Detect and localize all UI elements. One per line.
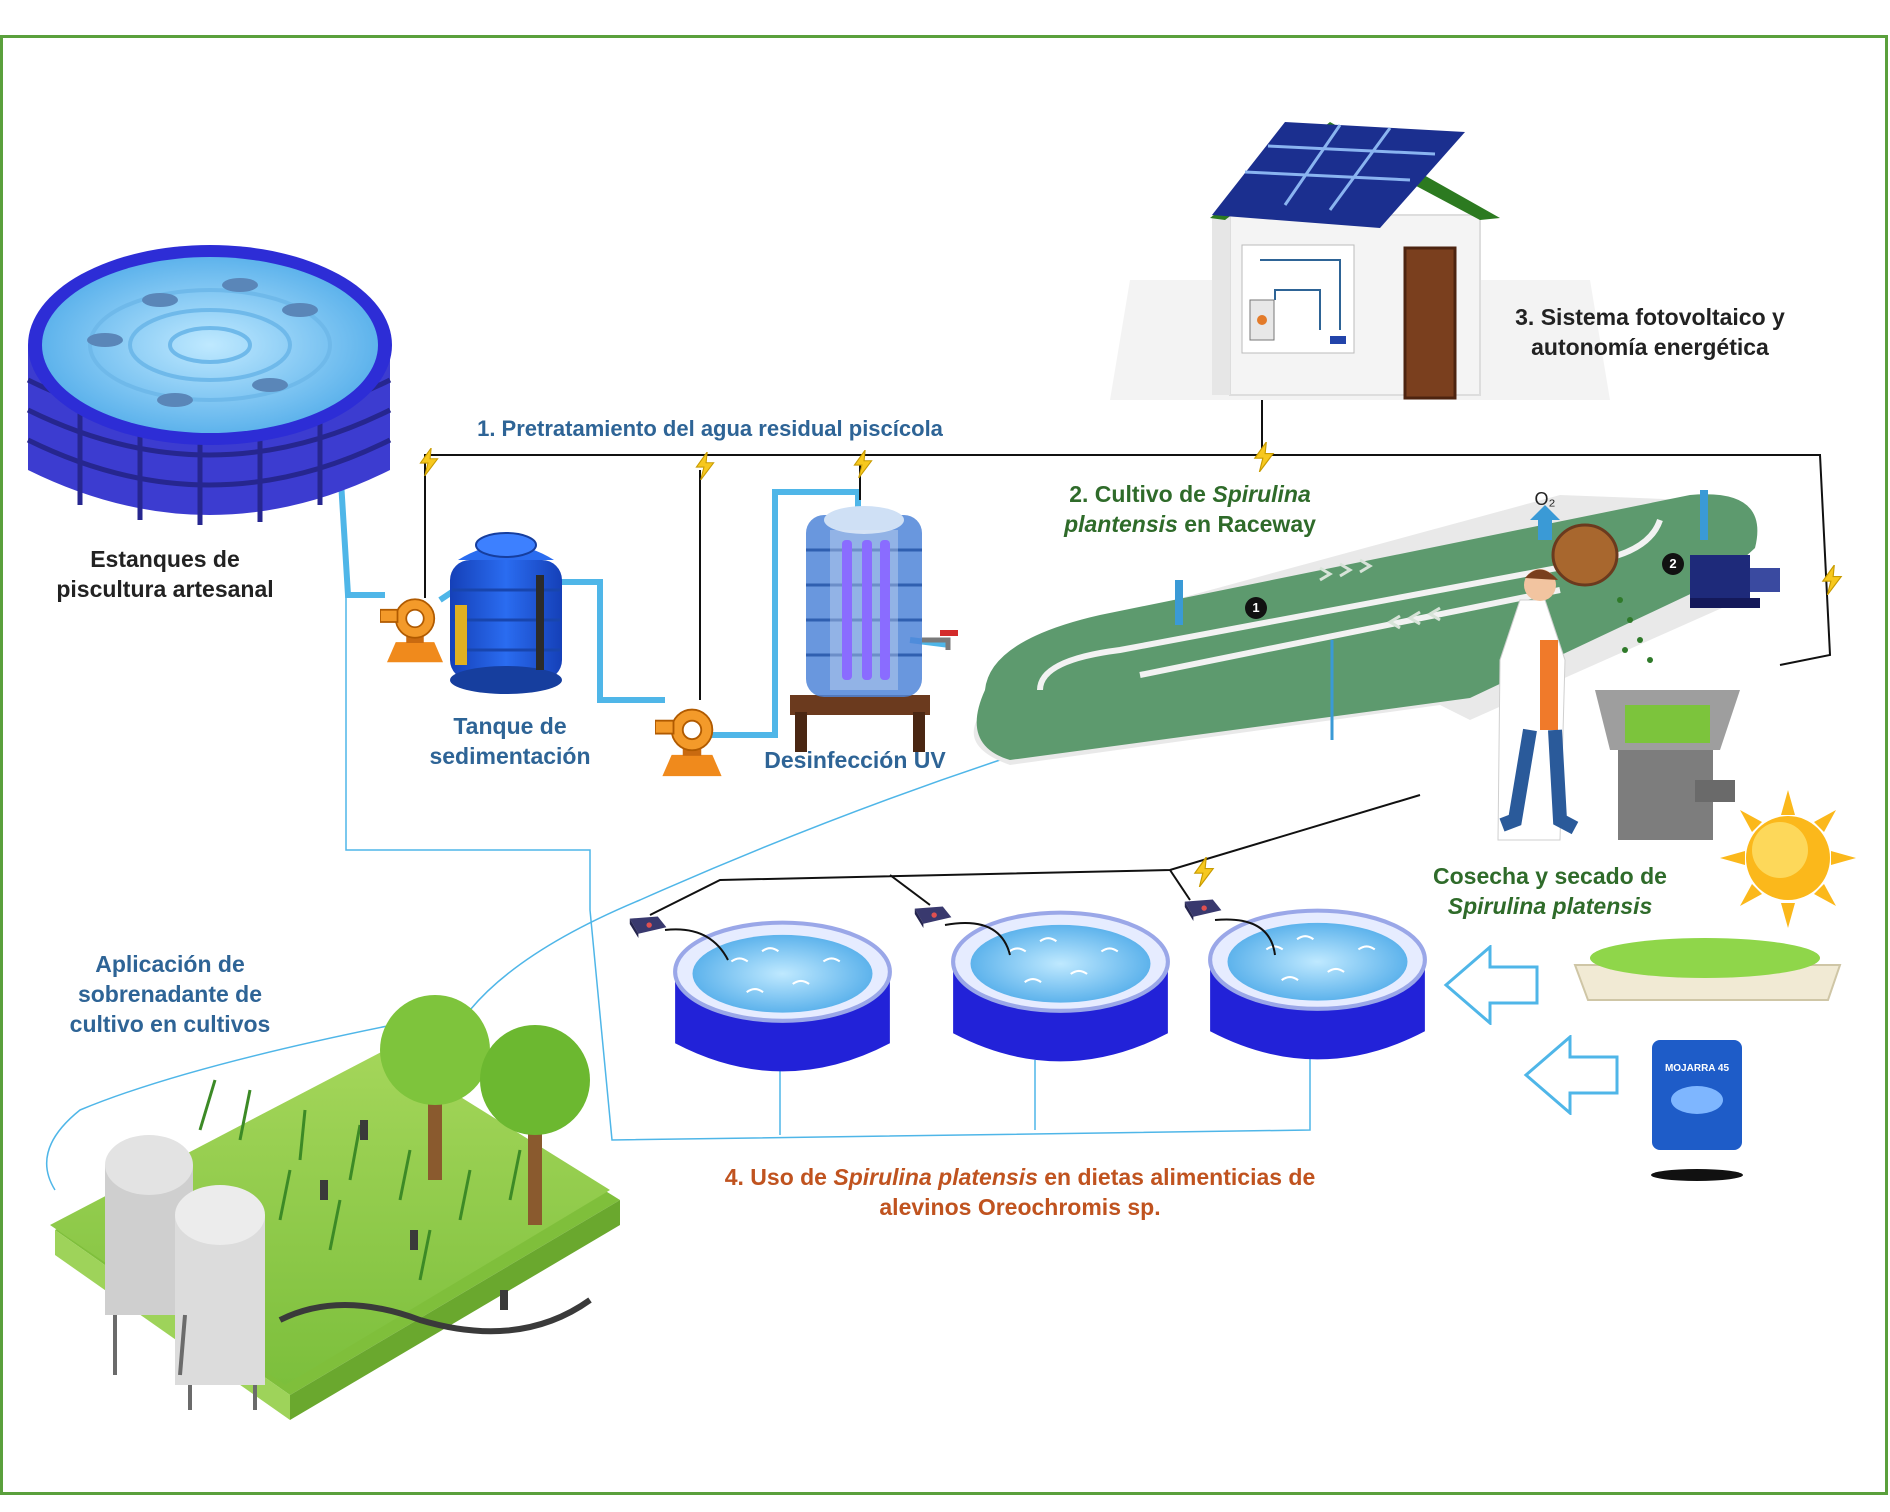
- label-harvest: Cosecha y secado de Spirulina platensis: [1400, 862, 1700, 922]
- fingerling-tank-icon: [953, 913, 1168, 1062]
- pump-icon: [380, 598, 445, 664]
- tree-icon: [380, 995, 590, 1225]
- label-harvest-line2: Spirulina platensis: [1400, 892, 1700, 922]
- feed-bag-icon: [1651, 1040, 1743, 1181]
- sedimentation-tank-icon: [450, 532, 562, 694]
- label-step2-line2: plantensis en Raceway: [1030, 510, 1350, 540]
- scientist-icon: [1497, 523, 1653, 841]
- pump-icon: [655, 708, 723, 778]
- label-step1-text: 1. Pretratamiento del agua residual pisc…: [477, 416, 943, 441]
- label-step3: 3. Sistema fotovoltaico y autonomía ener…: [1480, 303, 1820, 363]
- label-ponds-line1: Estanques de: [90, 546, 240, 572]
- raceway-marker-1: 1: [1245, 597, 1267, 619]
- fingerling-tank-icon: [1210, 911, 1425, 1060]
- oxygen-label: O₂: [1534, 489, 1556, 509]
- label-sedimentation: Tanque de sedimentación: [405, 712, 615, 772]
- label-step2-italic1: Spirulina: [1212, 481, 1311, 507]
- label-step4-italic: Spirulina platensis: [833, 1164, 1038, 1190]
- sun-icon: [1720, 790, 1856, 928]
- label-harvest-line1: Cosecha y secado de: [1433, 863, 1667, 889]
- electric-wires: [424, 350, 1832, 916]
- label-step2: 2. Cultivo de Spirulina plantensis en Ra…: [1030, 480, 1350, 540]
- spirulina-tray-icon: [1573, 938, 1842, 1001]
- label-step4: 4. Uso de Spirulina platensis en dietas …: [620, 1163, 1420, 1223]
- silo-icon: [105, 1135, 265, 1410]
- label-step2-suffix: en Raceway: [1177, 510, 1316, 537]
- label-step2-italic2: plantensis: [1064, 510, 1178, 537]
- arrow-icon: [1524, 1035, 1619, 1115]
- label-step4-prefix: 4. Uso de: [724, 1164, 834, 1190]
- aerator-icon: [1184, 899, 1222, 921]
- return-lines: [45, 595, 1311, 1191]
- aerator-lines: [664, 918, 1276, 961]
- label-step3-line1: 3. Sistema fotovoltaico y: [1515, 304, 1785, 330]
- label-step2-line1: 2. Cultivo de Spirulina: [1030, 480, 1350, 510]
- solar-house-icon: [1110, 122, 1610, 400]
- label-ponds-line2: piscultura artesanal: [56, 575, 274, 602]
- label-application: Aplicación de sobrenadante de cultivo en…: [40, 950, 300, 1040]
- label-uv-text: Desinfección UV: [764, 747, 946, 773]
- diagram-border: [0, 35, 1888, 1495]
- label-step3-line2: autonomía energética: [1531, 333, 1769, 360]
- label-step4-line2: alevinos Oreochromis sp.: [879, 1193, 1161, 1220]
- fish-pond-icon: [26, 245, 392, 525]
- label-uv: Desinfección UV: [750, 746, 960, 776]
- label-harvest-italic: Spirulina platensis: [1447, 892, 1653, 919]
- dryer-machine-icon: [1595, 690, 1740, 840]
- aerator-icon: [629, 916, 667, 938]
- fingerling-tank-icon: [675, 923, 890, 1072]
- label-step4-suffix: en dietas alimenticias de: [1037, 1164, 1316, 1190]
- label-step2-prefix: 2. Cultivo de: [1069, 481, 1213, 507]
- label-ponds: Estanques de piscultura artesanal: [40, 545, 290, 605]
- label-step1: 1. Pretratamiento del agua residual pisc…: [440, 415, 980, 444]
- label-application-line2: sobrenadante de: [77, 980, 263, 1007]
- uv-disinfection-tank-icon: [790, 506, 958, 752]
- feed-bag-label: MOJARRA 45: [1664, 1063, 1730, 1074]
- arrow-icon: [1444, 945, 1539, 1025]
- label-sedimentation-line2: sedimentación: [429, 742, 591, 769]
- raceway-marker-2: 2: [1662, 553, 1684, 575]
- paddle-pump-icon: [1690, 555, 1780, 608]
- label-application-line1: Aplicación de: [95, 951, 245, 977]
- label-application-line3: cultivo en cultivos: [69, 1010, 271, 1037]
- label-step4-line1: 4. Uso de Spirulina platensis en dietas …: [620, 1163, 1420, 1193]
- label-sedimentation-line1: Tanque de: [453, 713, 567, 739]
